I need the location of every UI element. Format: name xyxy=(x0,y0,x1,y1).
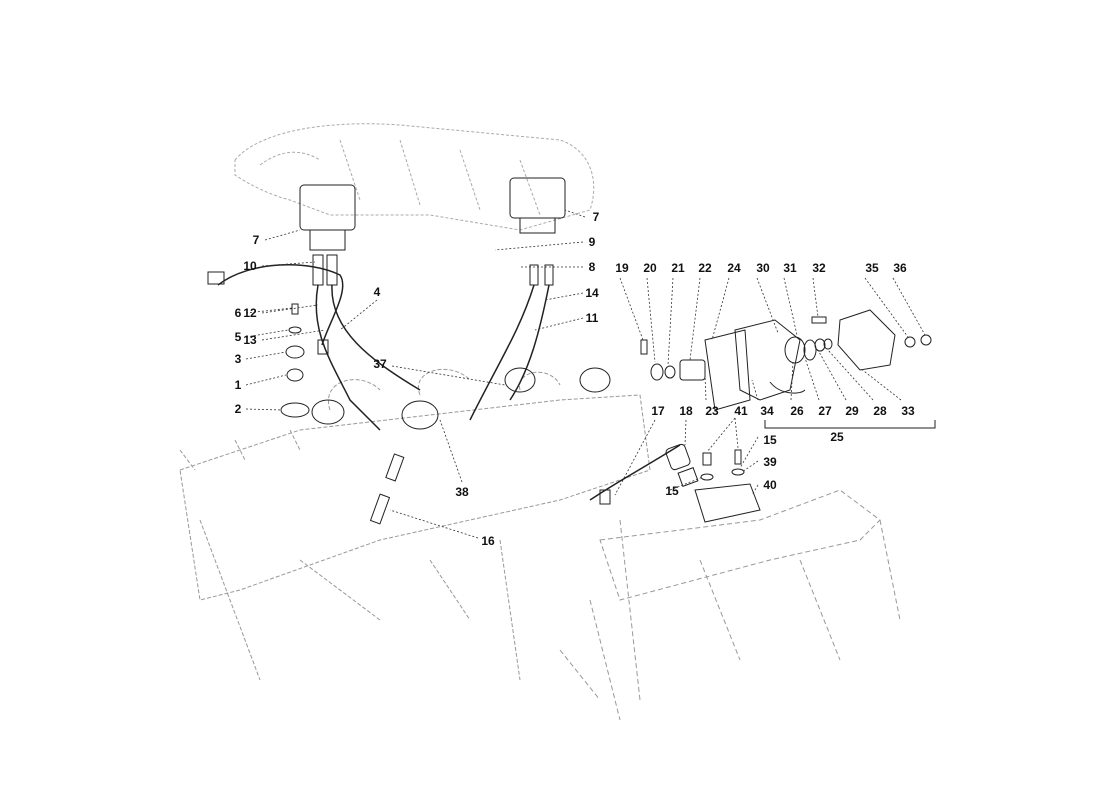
callout-36[interactable]: 36 xyxy=(893,261,907,275)
callout-24[interactable]: 24 xyxy=(727,261,741,275)
callout-11[interactable]: 11 xyxy=(585,311,599,325)
callout-27[interactable]: 27 xyxy=(818,404,832,418)
callout-34[interactable]: 34 xyxy=(760,404,774,418)
callout-21[interactable]: 21 xyxy=(671,261,685,275)
callout-15[interactable]: 15 xyxy=(763,433,777,447)
callout-8[interactable]: 8 xyxy=(588,260,596,274)
callout-1[interactable]: 1 xyxy=(234,378,242,392)
callout-3[interactable]: 3 xyxy=(234,352,242,366)
callout-33[interactable]: 33 xyxy=(901,404,915,418)
callout-10[interactable]: 10 xyxy=(243,259,257,273)
callout-12[interactable]: 12 xyxy=(243,306,257,320)
callout-31[interactable]: 31 xyxy=(783,261,797,275)
callout-30[interactable]: 30 xyxy=(756,261,770,275)
callout-26[interactable]: 26 xyxy=(790,404,804,418)
callout-9[interactable]: 9 xyxy=(588,235,596,249)
callout-39[interactable]: 39 xyxy=(763,455,777,469)
callout-40[interactable]: 40 xyxy=(763,478,777,492)
callout-35[interactable]: 35 xyxy=(865,261,879,275)
callout-18[interactable]: 18 xyxy=(679,404,693,418)
callout-2[interactable]: 2 xyxy=(234,402,242,416)
ignition-coils xyxy=(299,177,566,286)
intake-manifold-outline xyxy=(234,123,595,231)
callout-5[interactable]: 5 xyxy=(234,330,242,344)
callout-22[interactable]: 22 xyxy=(698,261,712,275)
callout-16[interactable]: 16 xyxy=(481,534,495,548)
callout-23[interactable]: 23 xyxy=(705,404,719,418)
callout-41[interactable]: 41 xyxy=(734,404,748,418)
distributor-parts xyxy=(640,309,936,429)
spark-plug-caps xyxy=(311,367,611,525)
callout-17[interactable]: 17 xyxy=(651,404,665,418)
module-parts xyxy=(599,443,761,523)
callout-15[interactable]: 15 xyxy=(665,484,679,498)
callout-38[interactable]: 38 xyxy=(455,485,469,499)
callout-4[interactable]: 4 xyxy=(373,285,381,299)
callout-13[interactable]: 13 xyxy=(243,333,257,347)
leader-lines xyxy=(245,209,926,539)
callout-19[interactable]: 19 xyxy=(615,261,629,275)
callout-7[interactable]: 7 xyxy=(592,210,600,224)
chassis-frame-outline xyxy=(559,489,901,721)
sensor-parts xyxy=(207,271,329,418)
callout-6[interactable]: 6 xyxy=(234,306,242,320)
callout-37[interactable]: 37 xyxy=(373,357,387,371)
callout-29[interactable]: 29 xyxy=(845,404,859,418)
ignition-leads xyxy=(217,264,681,501)
callout-32[interactable]: 32 xyxy=(812,261,826,275)
callout-25[interactable]: 25 xyxy=(830,430,844,444)
callout-7[interactable]: 7 xyxy=(252,233,260,247)
callout-14[interactable]: 14 xyxy=(585,286,599,300)
callout-20[interactable]: 20 xyxy=(643,261,657,275)
callout-28[interactable]: 28 xyxy=(873,404,887,418)
cylinder-head-outline xyxy=(179,368,651,681)
